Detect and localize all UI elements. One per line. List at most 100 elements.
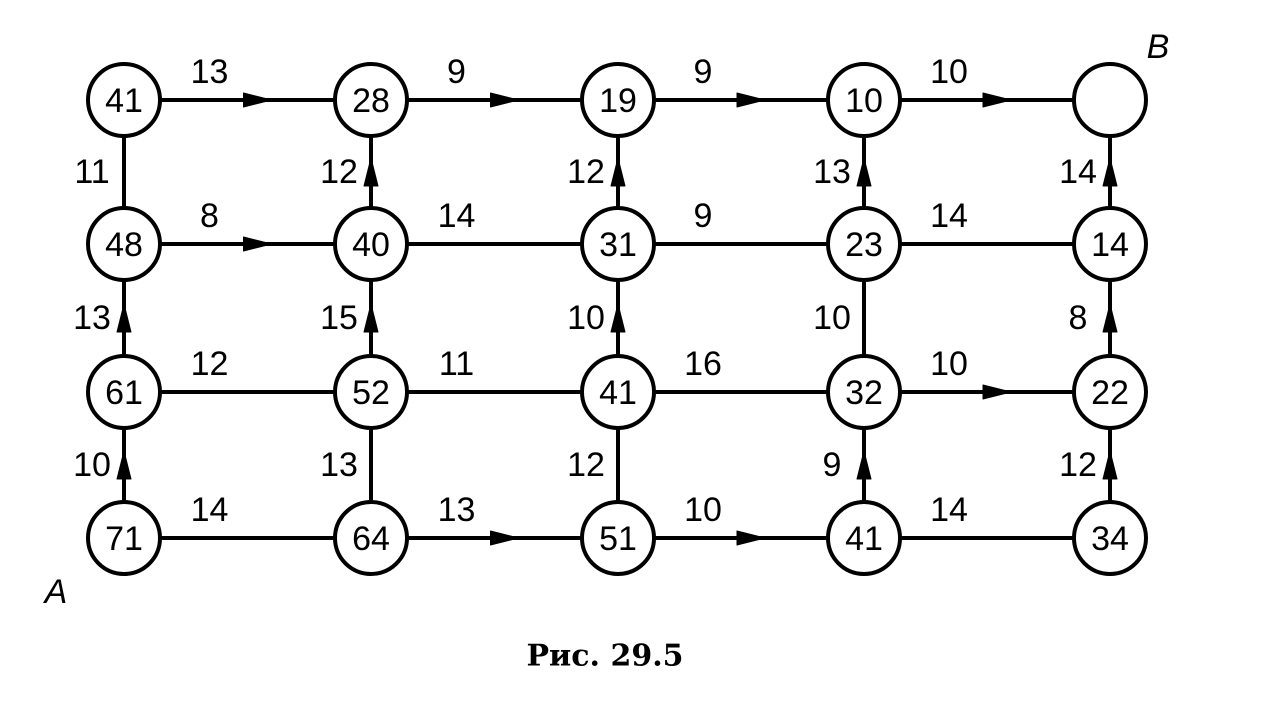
node-circle [86, 500, 162, 576]
node-circle [580, 354, 656, 430]
edge-weight-h-1-0: 8 [200, 197, 219, 235]
node-circle [826, 354, 902, 430]
arrow-right-icon [243, 92, 272, 108]
node-circle [1072, 354, 1148, 430]
edge-weight-v-1-3: 10 [813, 299, 851, 337]
node-value: 64 [352, 520, 390, 558]
node-value: 31 [599, 226, 637, 264]
node-circle [1072, 206, 1148, 282]
edge-weight-v-1-1: 15 [320, 299, 358, 337]
arrow-up-icon [363, 157, 379, 187]
node-value: 51 [599, 520, 637, 558]
graph-node: 10 [826, 62, 902, 138]
arrow-right-icon [982, 92, 1012, 108]
edge-weight-v-2-0: 10 [73, 446, 111, 484]
edge-weight-h-1-3: 14 [930, 197, 968, 235]
arrow-up-icon [116, 450, 132, 480]
graph-node: 31 [580, 206, 656, 282]
node-value: 61 [105, 374, 143, 412]
node-value: 40 [352, 226, 390, 264]
node-value: 23 [845, 226, 883, 264]
graph-node: 64 [333, 500, 409, 576]
node-circle [86, 62, 162, 138]
graph-node: 22 [1072, 354, 1148, 430]
node-circle [826, 206, 902, 282]
arrow-up-icon [1102, 157, 1118, 187]
node-value: 41 [599, 374, 637, 412]
edge-weight-h-3-1: 13 [438, 491, 476, 529]
graph-node: 14 [1072, 206, 1148, 282]
graph-node: 34 [1072, 500, 1148, 576]
node-circle [580, 62, 656, 138]
node-circle [826, 62, 902, 138]
arrow-right-icon [982, 384, 1012, 400]
node-circle [333, 206, 409, 282]
graph-node: 32 [826, 354, 902, 430]
node-value: 41 [845, 520, 883, 558]
arrow-right-icon [243, 236, 272, 252]
node-circle [333, 500, 409, 576]
node-circle [86, 206, 162, 282]
arrow-up-icon [1102, 303, 1118, 333]
edge-weight-v-1-4: 8 [1069, 299, 1088, 337]
graph-node: 41 [580, 354, 656, 430]
arrow-up-icon [363, 303, 379, 333]
arrow-up-icon [610, 157, 626, 187]
node-value: 48 [105, 226, 143, 264]
node-circle [826, 500, 902, 576]
graph-node: 41 [826, 500, 902, 576]
edge-weight-v-0-1: 12 [320, 153, 358, 191]
edge-weight-h-0-3: 10 [930, 53, 968, 91]
edge-weight-h-2-2: 16 [684, 345, 722, 383]
edge-weight-v-0-2: 12 [567, 153, 605, 191]
graph-node: 61 [86, 354, 162, 430]
graph-node: 28 [333, 62, 409, 138]
graph-node: 41 [86, 62, 162, 138]
arrow-right-icon [736, 92, 766, 108]
node-circle [1072, 500, 1148, 576]
edge-weight-v-1-2: 10 [567, 299, 605, 337]
edge-weight-v-0-3: 13 [813, 153, 851, 191]
edge-weight-h-0-0: 13 [191, 53, 229, 91]
graph-node: 48 [86, 206, 162, 282]
figure-caption: Рис. 29.5 [526, 639, 683, 674]
edge-weight-v-2-4: 12 [1059, 446, 1097, 484]
edge-weight-v-0-0: 11 [74, 153, 109, 191]
node-value: 34 [1091, 520, 1129, 558]
graph-node: 19 [580, 62, 656, 138]
edge-weight-h-0-1: 9 [447, 53, 466, 91]
edge-weight-v-2-2: 12 [567, 446, 605, 484]
graph-node [1072, 62, 1148, 138]
node-circle [1072, 62, 1148, 138]
node-circle [86, 354, 162, 430]
node-value: 28 [352, 82, 390, 120]
arrow-right-icon [490, 92, 519, 108]
edge-weight-h-3-0: 14 [191, 491, 229, 529]
start-point-label: A [43, 573, 68, 611]
arrow-right-icon [490, 530, 519, 546]
arrow-up-icon [116, 303, 132, 333]
arrow-up-icon [856, 450, 872, 480]
node-value: 52 [352, 374, 390, 412]
edge-weight-h-3-3: 14 [930, 491, 968, 529]
edge-weight-h-1-1: 14 [438, 197, 476, 235]
graph-node: 23 [826, 206, 902, 282]
graph-node: 51 [580, 500, 656, 576]
node-circle [580, 206, 656, 282]
edge-weight-v-1-0: 13 [73, 299, 111, 337]
arrow-up-icon [610, 303, 626, 333]
arrows-layer [116, 92, 1118, 546]
arrow-right-icon [736, 530, 766, 546]
arrow-up-icon [1102, 450, 1118, 480]
node-value: 19 [599, 82, 637, 120]
node-value: 22 [1091, 374, 1129, 412]
node-value: 14 [1091, 226, 1129, 264]
edge-weight-v-2-1: 13 [320, 446, 358, 484]
edge-weight-h-2-1: 11 [439, 345, 474, 383]
node-circle [333, 354, 409, 430]
node-value: 32 [845, 374, 883, 412]
edge-weight-v-0-4: 14 [1059, 153, 1097, 191]
